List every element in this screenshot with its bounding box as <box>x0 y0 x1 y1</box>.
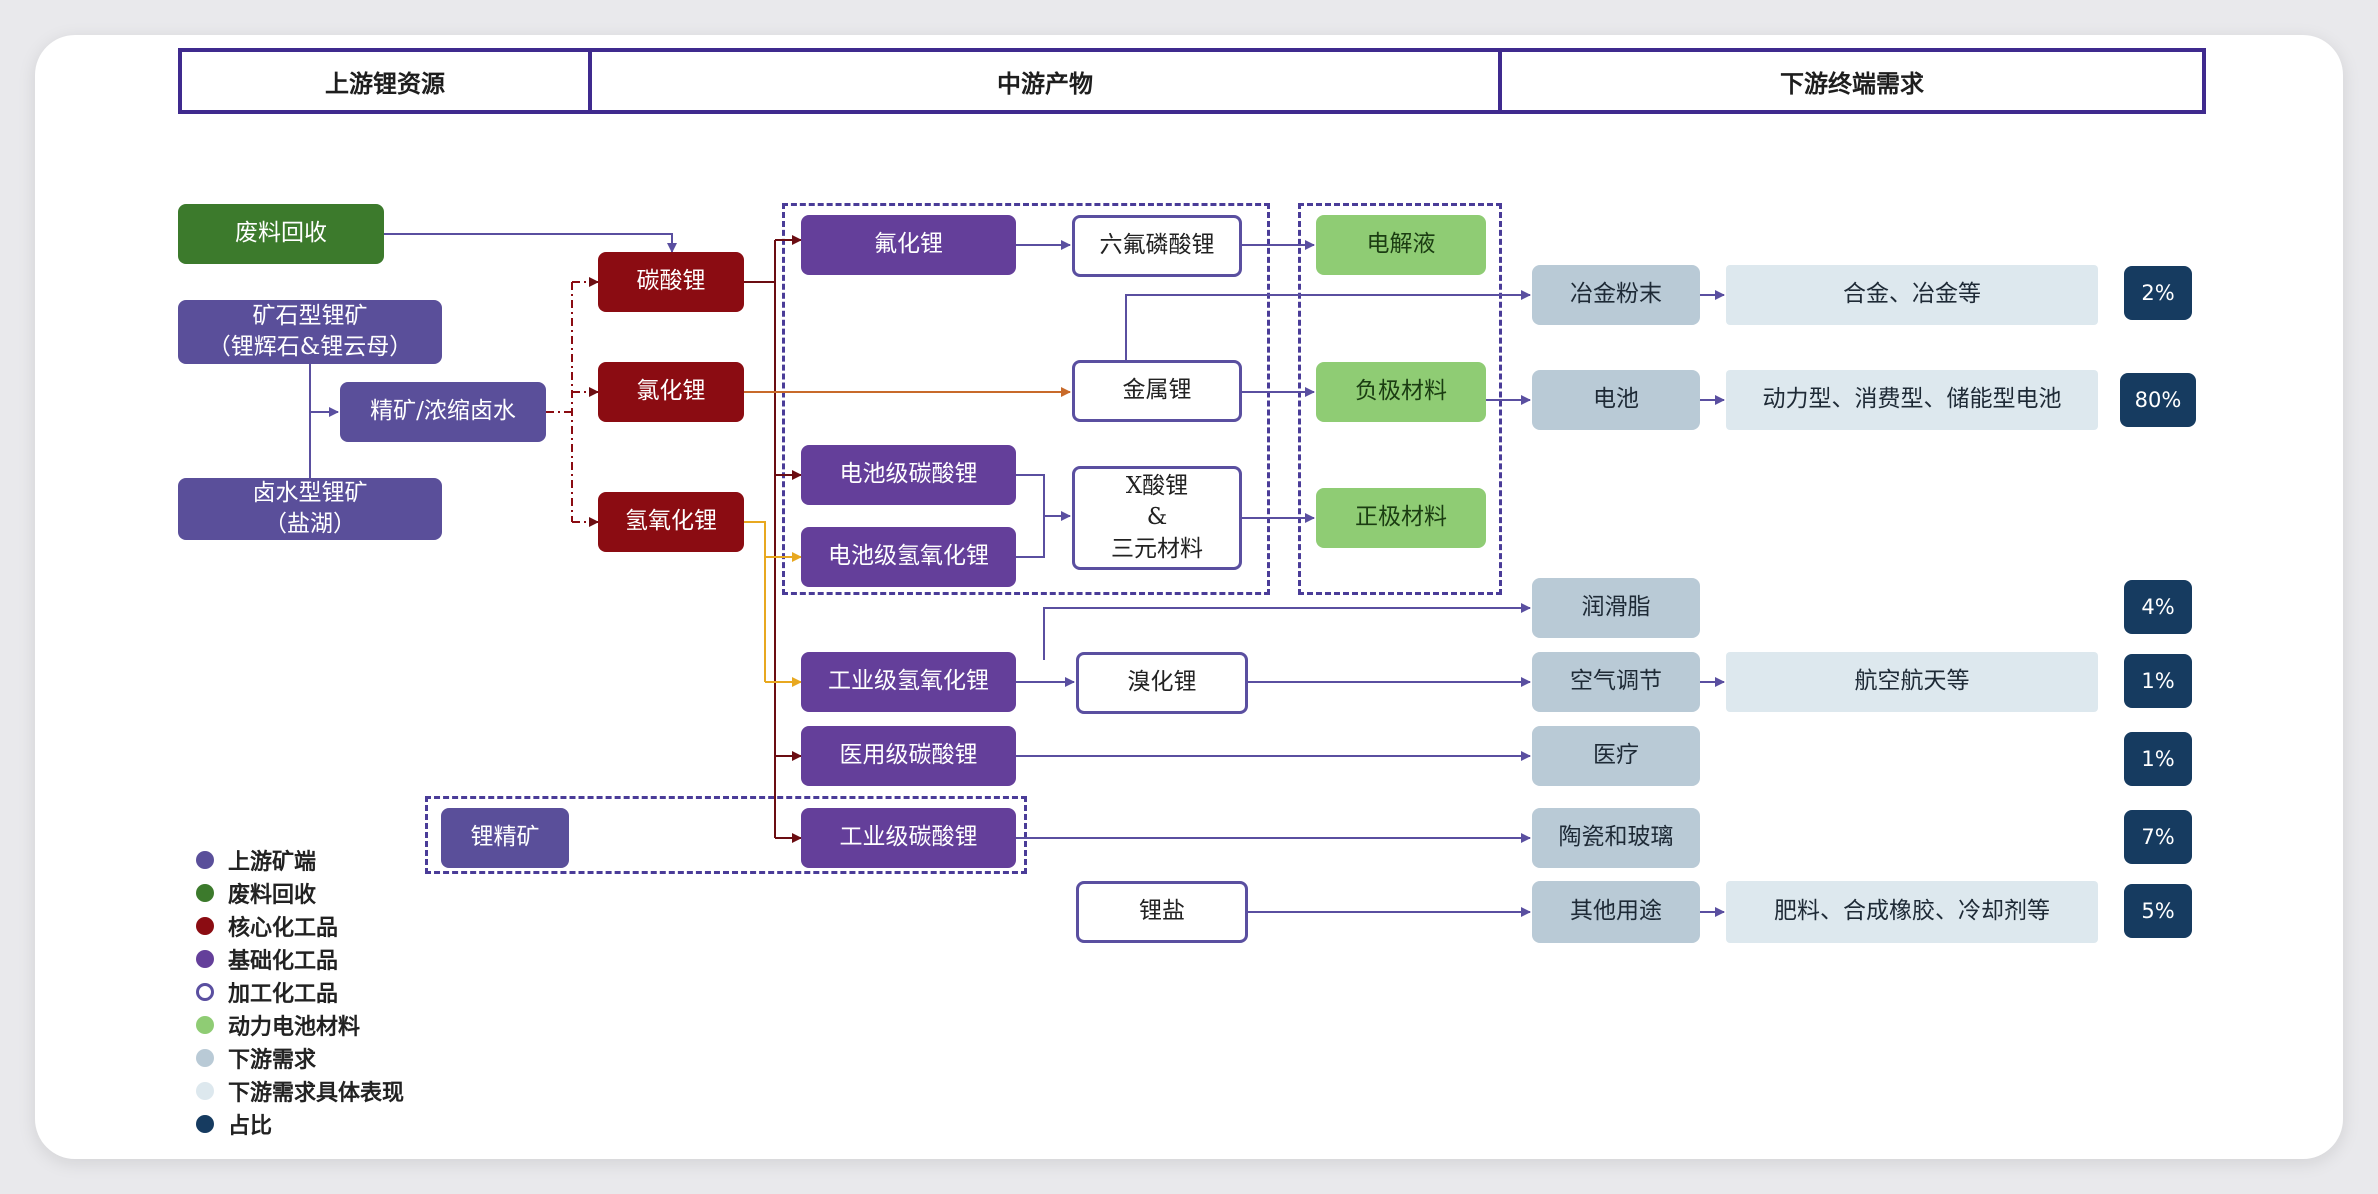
node-x-acid-ternary: X酸锂 & 三元材料 <box>1072 466 1242 570</box>
share-air-conditioning: 1% <box>2124 654 2192 708</box>
demand-battery: 电池 <box>1532 370 1700 430</box>
node-lithium-concentrate: 锂精矿 <box>441 808 569 868</box>
legend-swatch <box>196 1081 214 1100</box>
share-battery: 80% <box>2120 373 2196 427</box>
header-downstream: 下游终端需求 <box>1498 48 2206 114</box>
node-lithium-hydroxide: 氢氧化锂 <box>598 492 744 552</box>
legend-swatch <box>196 1048 214 1067</box>
node-lipf6: 六氟磷酸锂 <box>1072 215 1242 277</box>
legend-item: 基础化工品 <box>196 942 404 975</box>
node-industrial-li2co3: 工业级碳酸锂 <box>801 808 1016 868</box>
node-lithium-fluoride: 氟化锂 <box>801 215 1016 275</box>
node-electrolyte: 电解液 <box>1316 215 1486 275</box>
detail-alloy: 合金、冶金等 <box>1726 265 2098 325</box>
share-medical: 1% <box>2124 732 2192 786</box>
demand-metallurgy-powder: 冶金粉末 <box>1532 265 1700 325</box>
share-other: 5% <box>2124 884 2192 938</box>
node-waste-recycle: 废料回收 <box>178 204 384 264</box>
node-lithium-carbonate: 碳酸锂 <box>598 252 744 312</box>
legend-label: 下游需求具体表现 <box>228 1079 405 1106</box>
node-battery-lioh: 电池级氢氧化锂 <box>801 527 1016 587</box>
demand-ceramics-glass: 陶瓷和玻璃 <box>1532 808 1700 868</box>
share-metallurgy: 2% <box>2124 266 2192 320</box>
node-brine-lithium: 卤水型锂矿 （盐湖） <box>178 478 442 540</box>
detail-battery-types: 动力型、消费型、储能型电池 <box>1726 370 2098 430</box>
legend-label: 加工化工品 <box>228 980 339 1007</box>
demand-lubricant: 润滑脂 <box>1532 578 1700 638</box>
node-battery-li2co3: 电池级碳酸锂 <box>801 445 1016 505</box>
share-lubricant: 4% <box>2124 580 2192 634</box>
legend-swatch <box>196 916 214 935</box>
legend-item: 动力电池材料 <box>196 1008 404 1041</box>
legend-label: 占比 <box>228 1112 273 1139</box>
legend-label: 上游矿端 <box>228 848 317 875</box>
detail-fertilizer: 肥料、合成橡胶、冷却剂等 <box>1726 881 2098 943</box>
legend-item: 废料回收 <box>196 876 404 909</box>
legend-item: 核心化工品 <box>196 909 404 942</box>
node-lithium-salt: 锂盐 <box>1076 881 1248 943</box>
node-metal-lithium: 金属锂 <box>1072 360 1242 422</box>
node-anode-material: 负极材料 <box>1316 362 1486 422</box>
legend-label: 基础化工品 <box>228 947 339 974</box>
detail-aerospace: 航空航天等 <box>1726 652 2098 712</box>
group-concentrate-ceramics <box>425 796 1027 874</box>
legend: 上游矿端 废料回收 核心化工品 基础化工品 加工化工品 动力电池材料 下游需求 … <box>196 843 404 1140</box>
node-ore-lithium: 矿石型锂矿 （锂辉石&锂云母） <box>178 300 442 364</box>
legend-swatch <box>196 982 214 1001</box>
legend-swatch <box>196 850 214 869</box>
legend-item: 上游矿端 <box>196 843 404 876</box>
share-ceramics-glass: 7% <box>2124 810 2192 864</box>
demand-air-conditioning: 空气调节 <box>1532 652 1700 712</box>
legend-item: 下游需求 <box>196 1041 404 1074</box>
group-battery-chemicals <box>782 203 1270 595</box>
legend-label: 动力电池材料 <box>228 1013 361 1040</box>
legend-item: 下游需求具体表现 <box>196 1074 404 1107</box>
node-cathode-material: 正极材料 <box>1316 488 1486 548</box>
legend-swatch <box>196 883 214 902</box>
legend-label: 下游需求 <box>228 1046 317 1073</box>
node-concentrate-brine: 精矿/浓缩卤水 <box>340 382 546 442</box>
demand-other-uses: 其他用途 <box>1532 881 1700 943</box>
node-medical-li2co3: 医用级碳酸锂 <box>801 726 1016 786</box>
demand-medical: 医疗 <box>1532 726 1700 786</box>
node-industrial-lioh: 工业级氢氧化锂 <box>801 652 1016 712</box>
legend-swatch <box>196 1114 214 1133</box>
legend-label: 核心化工品 <box>228 914 339 941</box>
node-lithium-chloride: 氯化锂 <box>598 362 744 422</box>
legend-swatch <box>196 1015 214 1034</box>
header-upstream: 上游锂资源 <box>178 48 592 114</box>
legend-label: 废料回收 <box>228 881 317 908</box>
legend-swatch <box>196 949 214 968</box>
legend-item: 占比 <box>196 1107 404 1140</box>
legend-item: 加工化工品 <box>196 975 404 1008</box>
node-lithium-bromide: 溴化锂 <box>1076 652 1248 714</box>
